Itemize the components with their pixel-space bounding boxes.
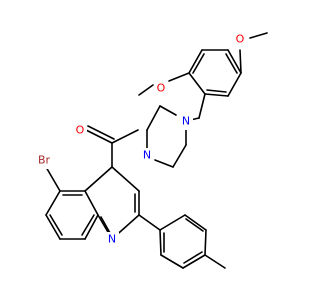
bond (111, 166, 140, 192)
amide-nitrogen-label: N (143, 149, 151, 162)
bond (45, 214, 61, 240)
bond (188, 72, 206, 95)
meta-methoxy-oxygen-label: O (236, 33, 245, 46)
bond (111, 129, 139, 144)
quinoline-nitrogen-label: N (108, 233, 116, 246)
bond (183, 251, 203, 264)
bond (138, 84, 154, 96)
ortho-methoxy-oxygen-label: O (157, 82, 166, 95)
bond (227, 72, 242, 97)
bond (172, 144, 187, 168)
bromine-atom-label: Br (38, 154, 51, 167)
bond (168, 72, 190, 82)
bond (159, 214, 186, 231)
benzyl-nitrogen-label: N (182, 115, 190, 128)
bond (160, 254, 184, 269)
bond (146, 105, 161, 131)
bond-layer (45, 32, 268, 269)
bond (159, 105, 177, 116)
bond (204, 93, 229, 97)
bond (225, 53, 238, 74)
bond (159, 229, 162, 256)
bond (206, 89, 227, 93)
bond (198, 93, 206, 119)
bond (227, 49, 242, 74)
bond (204, 254, 226, 269)
bond (184, 214, 207, 231)
bond (84, 166, 113, 192)
bond (81, 214, 95, 236)
bond (45, 190, 61, 216)
bond (188, 49, 203, 74)
bond (87, 125, 115, 140)
bond (100, 216, 111, 234)
bond (84, 214, 99, 240)
molecule-diagram: Br O N N O O N (32, 32, 268, 269)
bond (192, 53, 205, 74)
bond (185, 218, 204, 232)
bond (45, 166, 61, 192)
bond (239, 49, 242, 74)
carbonyl-oxygen-label: O (76, 124, 85, 137)
bond (84, 190, 99, 216)
bond (85, 129, 113, 144)
bond (154, 159, 174, 168)
bond (204, 229, 207, 256)
bond (249, 32, 268, 39)
bond (182, 254, 206, 269)
atom-label-layer: Br O N N O O N (32, 32, 247, 248)
molecule-canvas: Br O N N O O N (32, 32, 268, 269)
bond (49, 214, 63, 236)
bond (138, 214, 161, 231)
